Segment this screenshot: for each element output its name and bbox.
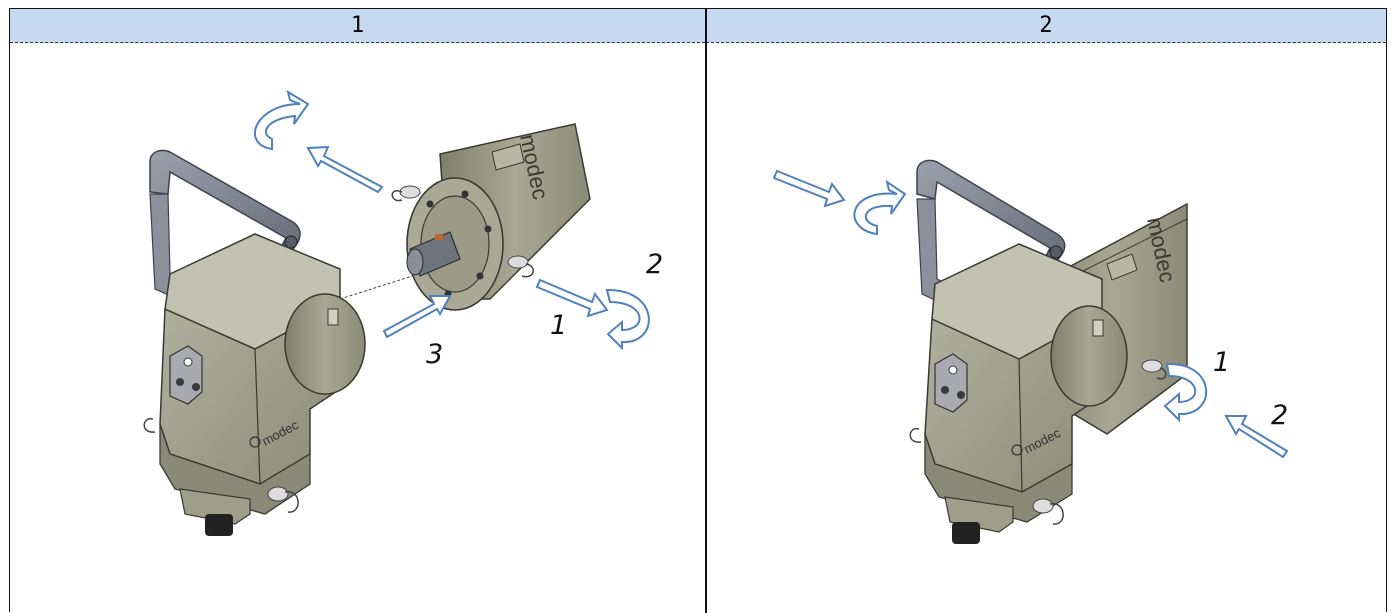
instruction-table: 1 2 bbox=[9, 8, 1387, 613]
push-arrow-icon bbox=[382, 295, 452, 339]
column-header-step-1: 1 bbox=[10, 9, 705, 43]
step-label: 2 bbox=[1271, 400, 1289, 431]
remove-arrow-icon bbox=[535, 278, 609, 318]
step-label: 1 bbox=[1213, 347, 1231, 378]
step-1-illustration: modec bbox=[10, 44, 705, 613]
push-arrow-icon bbox=[772, 169, 846, 208]
pull-arrow-icon bbox=[306, 145, 384, 194]
rotate-arrow-icon bbox=[853, 179, 907, 236]
step-2-drawing: modec bbox=[772, 159, 1289, 544]
rotate-arrow-icon bbox=[253, 89, 310, 151]
column-header-step-2: 2 bbox=[706, 9, 1386, 43]
step-2-illustration: modec bbox=[707, 44, 1386, 613]
motor-unit: modec bbox=[391, 123, 591, 311]
column-header-label: 1 bbox=[350, 13, 365, 38]
step-1-drawing: modec bbox=[143, 89, 650, 536]
step-label: 1 bbox=[550, 310, 568, 341]
step-label: 3 bbox=[426, 339, 444, 370]
drive-head-body: modec bbox=[909, 243, 1128, 544]
column-divider bbox=[705, 9, 707, 613]
column-header-label: 2 bbox=[1039, 13, 1053, 38]
push-arrow-icon bbox=[1224, 415, 1289, 459]
rotate-arrow-icon bbox=[1163, 362, 1207, 423]
rotate-arrow-icon bbox=[605, 288, 650, 351]
drive-head-body: modec bbox=[143, 233, 366, 536]
step-label: 2 bbox=[646, 249, 664, 280]
